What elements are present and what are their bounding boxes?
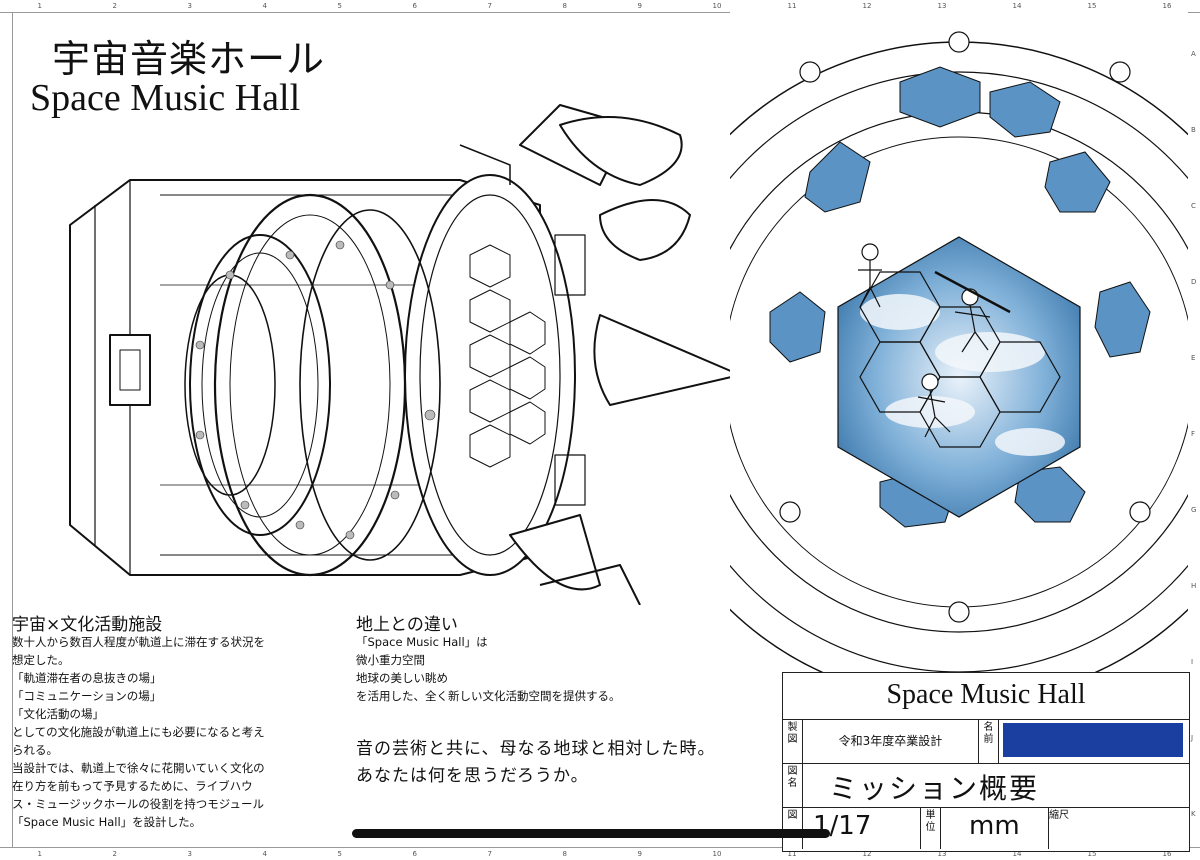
body-line: としての文化施設が軌道上にも必要になると考え: [12, 725, 265, 739]
ruler-mark: K: [1191, 810, 1196, 818]
message-line: あなたは何を思うだろうか。: [356, 766, 589, 786]
ruler-mark: 3: [187, 2, 192, 10]
ruler-mark: 7: [487, 2, 492, 10]
made-value-cell: 令和3年度卒業設計: [803, 719, 979, 763]
body-line: 当設計では、軌道上で徐々に花開いていく文化の: [12, 761, 265, 775]
ruler-mark: 12: [862, 850, 872, 858]
title-block-number-row: 図 1/17 単位 mm 縮尺: [783, 807, 1189, 849]
project-name: Space Music Hall: [886, 679, 1086, 710]
unit-label: 単位: [921, 807, 941, 849]
title-english: Space Music Hall: [30, 77, 301, 119]
name-box: [1003, 723, 1183, 757]
body-line: 微小重力空間: [356, 653, 425, 667]
body-line: 数十人から数百人程度が軌道上に滞在する状況を: [12, 635, 265, 649]
body-line: 「Space Music Hall」は: [356, 635, 488, 649]
home-indicator[interactable]: [352, 829, 830, 838]
body-line: 在り方を前もって予見するために、ライブハウ: [12, 779, 253, 793]
ruler-mark: 13: [937, 2, 947, 10]
drawing-name: ミッション概要: [829, 772, 1040, 805]
left-ruler: [0, 12, 13, 848]
ruler-mark: I: [1191, 658, 1194, 666]
ruler-mark: 2: [112, 850, 117, 858]
made-label: 製図: [783, 719, 803, 763]
body-line: を活用した、全く新しい文化活動空間を提供する。: [356, 689, 621, 703]
unit-cell: mm: [941, 807, 1049, 849]
ruler-mark: 11: [787, 850, 797, 858]
ruler-mark: 7: [487, 850, 492, 858]
ruler-mark: 9: [637, 850, 642, 858]
ruler-mark: 8: [562, 850, 567, 858]
scale-label: 縮尺: [1049, 810, 1069, 821]
ruler-mark: 10: [712, 850, 722, 858]
drawing-label: 図名: [783, 763, 803, 807]
ruler-mark: 14: [1012, 850, 1022, 858]
ruler-mark: 8: [562, 2, 567, 10]
number-cell: 1/17: [803, 807, 921, 849]
ruler-mark: 12: [862, 2, 872, 10]
module-line-drawing: [69, 104, 741, 605]
ruler-mark: C: [1191, 202, 1196, 210]
body-line: られる。: [12, 743, 58, 757]
body-line: ス・ミュージックホールの役割を持つモジュール: [12, 797, 264, 811]
ruler-mark: E: [1191, 354, 1196, 362]
ruler-mark: 6: [412, 2, 417, 10]
closing-message: 音の芸術と共に、母なる地球と相対した時。あなたは何を思うだろうか。: [356, 736, 716, 790]
ruler-mark: 3: [187, 850, 192, 858]
ruler-mark: B: [1191, 126, 1196, 134]
ruler-mark: 4: [262, 2, 267, 10]
title-block-made-row: 製図 令和3年度卒業設計 名前: [783, 719, 1189, 764]
title-japanese: 宇宙音楽ホール: [52, 37, 326, 81]
title-block-drawing-row: 図名 ミッション概要: [783, 763, 1189, 808]
ruler-mark: G: [1191, 506, 1197, 514]
ruler-mark: 16: [1162, 850, 1172, 858]
title-block-project-row: Space Music Hall: [783, 673, 1189, 720]
section-heading-space-culture: 宇宙×文化活動施設: [12, 615, 163, 635]
ruler-mark: D: [1191, 278, 1197, 286]
body-line: 「文化活動の場」: [12, 707, 104, 721]
number-label: 図: [783, 807, 803, 849]
name-label: 名前: [979, 719, 999, 763]
ruler-mark: 15: [1087, 850, 1097, 858]
title-block: Space Music Hall 製図 令和3年度卒業設計 名前 図名 ミッショ…: [782, 672, 1190, 852]
ruler-mark: J: [1191, 734, 1194, 742]
section-body-space-culture: 数十人から数百人程度が軌道上に滞在する状況を想定した。「軌道滞在者の息抜きの場」…: [12, 633, 265, 831]
made-value: 令和3年度卒業設計: [838, 734, 943, 748]
ruler-mark: 16: [1162, 2, 1172, 10]
section-body-difference: 「Space Music Hall」は微小重力空間地球の美しい眺めを活用した、全…: [356, 633, 621, 705]
ruler-mark: 5: [337, 2, 342, 10]
ruler-mark: A: [1191, 50, 1196, 58]
body-line: 地球の美しい眺め: [356, 671, 448, 685]
ruler-mark: 14: [1012, 2, 1022, 10]
ruler-mark: 11: [787, 2, 797, 10]
ruler-mark: H: [1191, 582, 1197, 590]
ruler-mark: 4: [262, 850, 267, 858]
ruler-mark: 1: [37, 850, 42, 858]
ruler-mark: 9: [637, 2, 642, 10]
ruler-mark: 6: [412, 850, 417, 858]
body-line: 「コミュニケーションの場」: [12, 689, 162, 703]
ruler-mark: 15: [1087, 2, 1097, 10]
ruler-mark: 2: [112, 2, 117, 10]
ruler-mark: 10: [712, 2, 722, 10]
ruler-mark: F: [1191, 430, 1196, 438]
body-line: 想定した。: [12, 653, 70, 667]
section-heading-difference: 地上との違い: [356, 615, 458, 635]
body-line: 「軌道滞在者の息抜きの場」: [12, 671, 162, 685]
unit-value: mm: [969, 811, 1020, 841]
ruler-mark: 1: [37, 2, 42, 10]
hall-interior-view: [730, 12, 1188, 672]
ruler-mark: 5: [337, 850, 342, 858]
body-line: 「Space Music Hall」を設計した。: [12, 815, 202, 829]
ruler-mark: 13: [937, 850, 947, 858]
message-line: 音の芸術と共に、母なる地球と相対した時。: [356, 739, 716, 759]
